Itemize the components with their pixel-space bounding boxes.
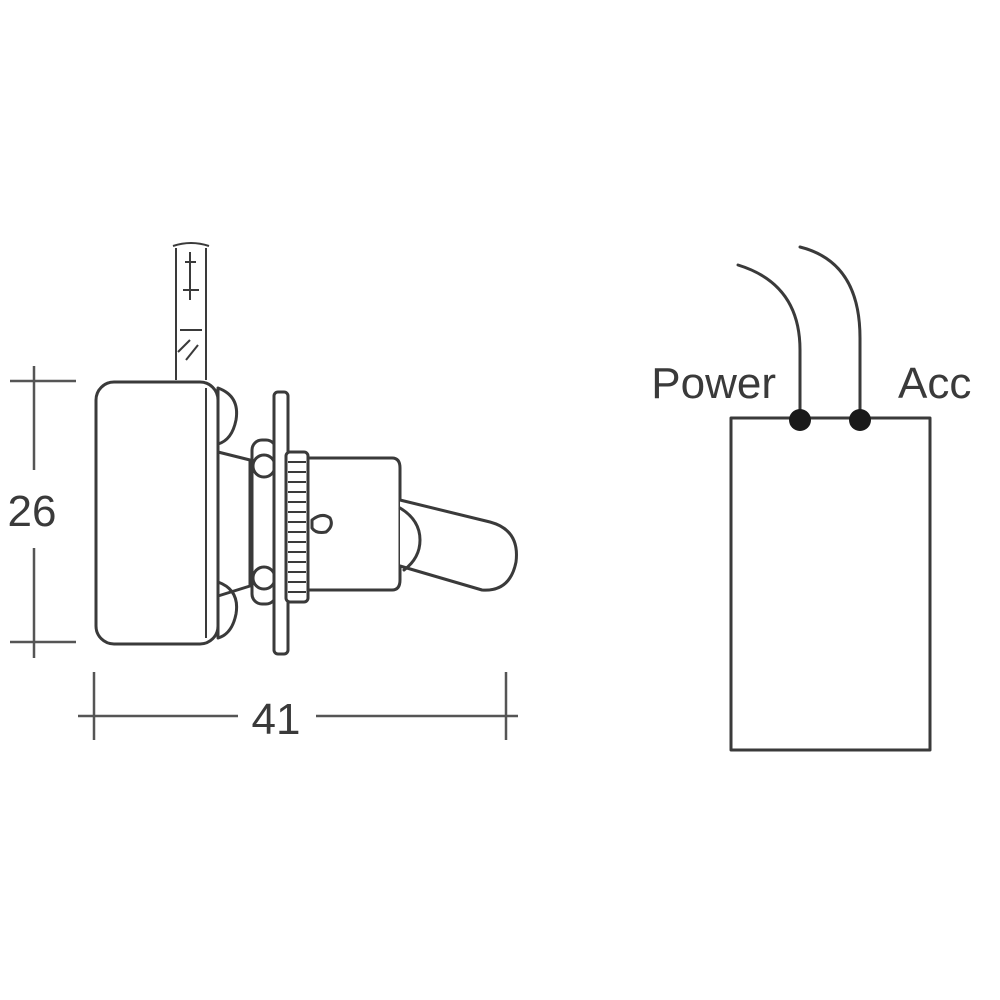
terminal-bumps xyxy=(216,386,239,640)
height-dimension-label: 26 xyxy=(8,487,57,536)
hex-nut xyxy=(250,438,278,606)
acc-wire xyxy=(798,245,862,422)
switch-side-view xyxy=(94,242,518,656)
toggle-lever xyxy=(398,498,518,592)
power-terminal-dot xyxy=(789,409,811,431)
switch-body xyxy=(94,380,220,646)
wiring-box xyxy=(729,416,932,752)
threaded-bushing xyxy=(306,456,402,592)
width-dimension-label: 41 xyxy=(252,695,301,744)
power-wire xyxy=(736,263,802,422)
wire-lead xyxy=(172,242,210,380)
knurled-ring xyxy=(284,450,310,604)
width-dimension: 41 xyxy=(78,672,518,744)
acc-terminal-label: Acc xyxy=(898,359,971,408)
wiring-diagram: Power Acc xyxy=(651,245,971,752)
power-terminal-label: Power xyxy=(651,359,776,408)
height-dimension: 26 xyxy=(8,366,76,658)
acc-terminal-dot xyxy=(849,409,871,431)
